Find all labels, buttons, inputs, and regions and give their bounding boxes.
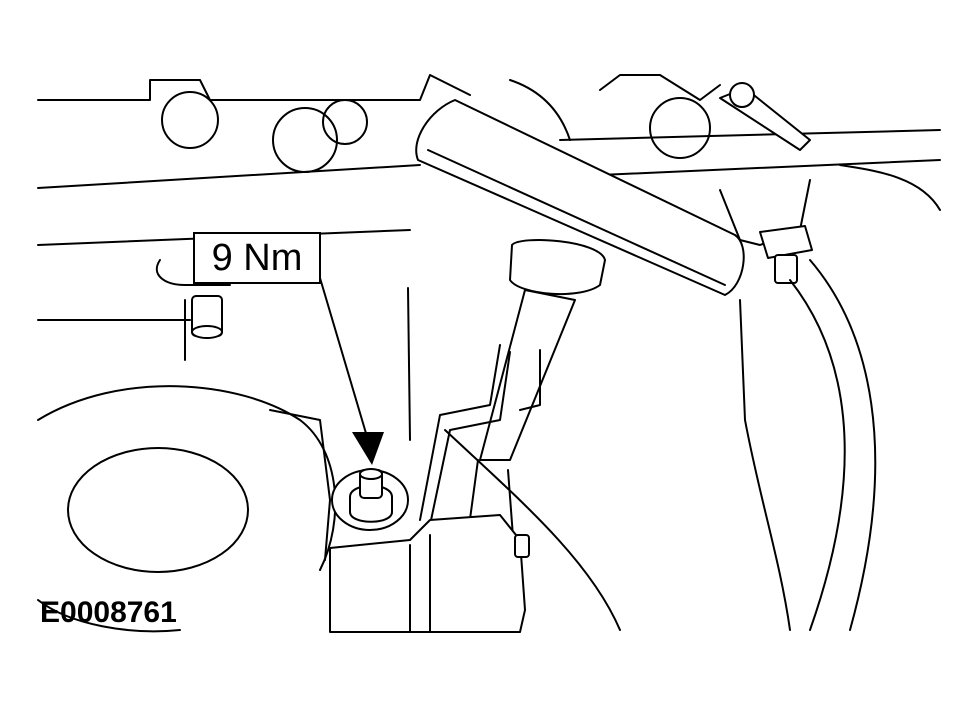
left-stud	[155, 259, 231, 361]
upper-manifold	[37, 74, 941, 246]
coolant-hose	[789, 259, 877, 631]
right-bolt	[759, 225, 813, 284]
torque-spec-callout: 9 Nm	[193, 232, 321, 284]
tube-bracket	[419, 344, 511, 526]
mounting-bracket	[719, 82, 811, 246]
callout-leader-arrow	[319, 277, 384, 465]
dipstick-handle	[415, 99, 745, 296]
housing-edges	[37, 287, 791, 631]
figure-id-label: E0008761	[40, 596, 177, 629]
sensor-connector	[329, 514, 530, 633]
torqued-stud-nut	[331, 468, 409, 531]
pulley	[37, 385, 337, 633]
dipstick-tube	[454, 239, 606, 631]
